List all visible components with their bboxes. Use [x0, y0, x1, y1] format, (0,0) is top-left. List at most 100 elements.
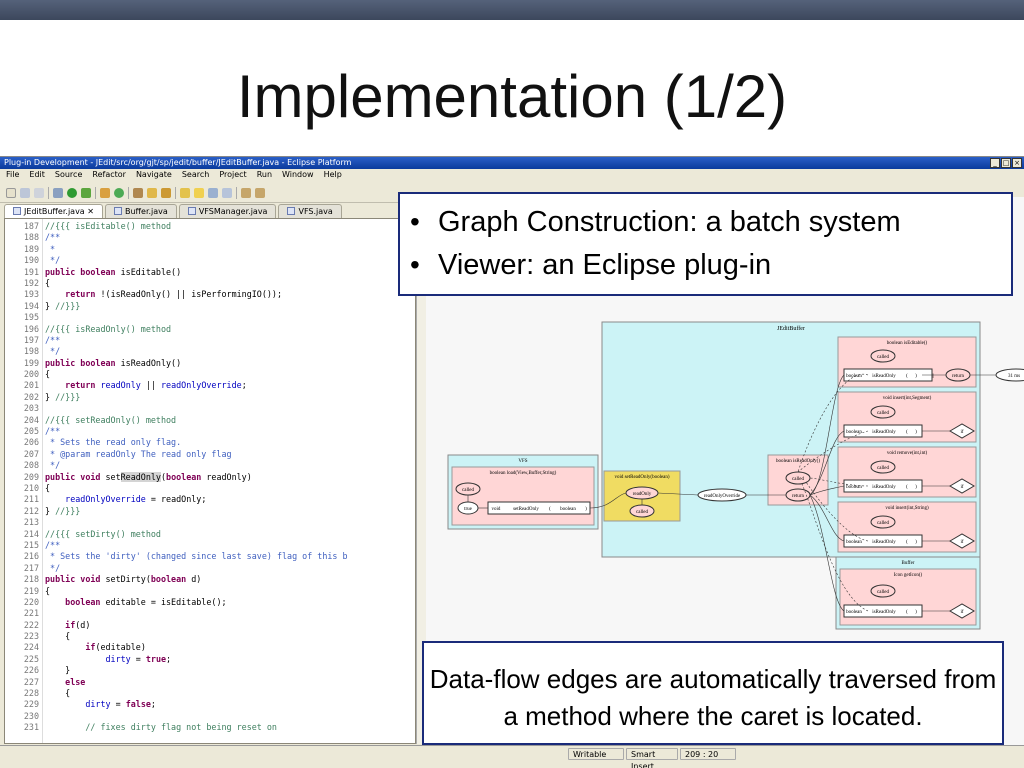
code-line[interactable]: 196//{{{ isReadOnly() method: [24, 324, 411, 335]
code-line[interactable]: 197/**: [24, 335, 411, 346]
open-folder-icon[interactable]: [147, 187, 157, 198]
menu-help[interactable]: Help: [323, 170, 342, 179]
menu-edit[interactable]: Edit: [29, 170, 45, 179]
outline-icon[interactable]: [208, 187, 218, 198]
code-line[interactable]: 230: [24, 711, 411, 722]
code-line[interactable]: 204//{{{ setReadOnly() method: [24, 415, 411, 426]
code-line[interactable]: 219{: [24, 586, 411, 597]
method-box[interactable]: [451, 466, 595, 526]
code-line[interactable]: 215/**: [24, 540, 411, 551]
code-line[interactable]: 206 * Sets the read only flag.: [24, 437, 411, 448]
close-button[interactable]: ×: [1012, 158, 1022, 168]
highlight-icon[interactable]: [194, 187, 204, 198]
code-line[interactable]: 208 */: [24, 460, 411, 471]
code-line[interactable]: 190 */: [24, 255, 411, 266]
graph-node[interactable]: [949, 603, 975, 619]
code-line[interactable]: 188/**: [24, 232, 411, 243]
menu-project[interactable]: Project: [219, 170, 247, 179]
vertical-scrollbar[interactable]: [416, 218, 426, 744]
code-line[interactable]: 210{: [24, 483, 411, 494]
menu-run[interactable]: Run: [256, 170, 273, 179]
code-line[interactable]: 193 return !(isReadOnly() || isPerformin…: [24, 289, 411, 300]
annotation-icon[interactable]: [180, 187, 190, 198]
bullet-dot-icon: •: [410, 206, 420, 237]
back-icon[interactable]: [241, 187, 251, 198]
code-line[interactable]: 213: [24, 517, 411, 528]
run-icon[interactable]: [67, 187, 77, 198]
code-line[interactable]: 192{: [24, 278, 411, 289]
code-line[interactable]: 202} //}}}: [24, 392, 411, 403]
menu-file[interactable]: File: [6, 170, 20, 179]
line-number: 215: [23, 539, 39, 550]
tab-jeditbuffer[interactable]: JEditBuffer.java ✕: [4, 204, 103, 218]
code-line[interactable]: 217 */: [24, 563, 411, 574]
node-label: called: [462, 488, 474, 493]
code-line[interactable]: 187//{{{ isEditable() method: [24, 221, 411, 232]
bullet-text: Graph Construction: a batch system: [438, 206, 901, 238]
forward-icon[interactable]: [255, 187, 265, 198]
code-line[interactable]: 198 */: [24, 346, 411, 357]
new-package-icon[interactable]: [100, 187, 110, 198]
external-tools-icon[interactable]: [81, 187, 91, 198]
code-line[interactable]: 227 else: [24, 677, 411, 688]
graph-node[interactable]: [949, 533, 975, 549]
graph-node[interactable]: [870, 460, 896, 474]
open-type-icon[interactable]: [133, 187, 143, 198]
graph-node[interactable]: [949, 423, 975, 439]
code-line[interactable]: 194} //}}}: [24, 301, 411, 312]
search-icon[interactable]: [161, 187, 171, 198]
code-line[interactable]: 223 {: [24, 631, 411, 642]
code-line[interactable]: 207 * @param readOnly The read only flag: [24, 449, 411, 460]
code-line[interactable]: 216 * Sets the 'dirty' (changed since la…: [24, 551, 411, 562]
graph-node[interactable]: [870, 349, 896, 363]
code-line[interactable]: 200{: [24, 369, 411, 380]
code-line[interactable]: 211 readOnlyOverride = readOnly;: [24, 494, 411, 505]
graph-node[interactable]: [870, 515, 896, 529]
code-line[interactable]: 214//{{{ setDirty() method: [24, 529, 411, 540]
menu-source[interactable]: Source: [54, 170, 83, 179]
graph-node[interactable]: [949, 478, 975, 494]
menu-navigate[interactable]: Navigate: [135, 170, 172, 179]
code-line[interactable]: 226 }: [24, 665, 411, 676]
tab-vfsmanager[interactable]: VFSManager.java: [178, 204, 277, 218]
maximize-button[interactable]: □: [1001, 158, 1011, 168]
menu-refactor[interactable]: Refactor: [92, 170, 126, 179]
line-number: 187: [23, 221, 39, 231]
code-line[interactable]: 231 // fixes dirty flag not being reset …: [24, 722, 411, 733]
code-line[interactable]: 222 if(d): [24, 620, 411, 631]
code-line[interactable]: 189 *: [24, 244, 411, 255]
menu-search[interactable]: Search: [181, 170, 210, 179]
graph-node[interactable]: [870, 405, 896, 419]
code-line[interactable]: 225 dirty = true;: [24, 654, 411, 665]
debug-icon[interactable]: [53, 187, 63, 198]
save-icon[interactable]: [20, 187, 30, 198]
code-line[interactable]: 224 if(editable): [24, 642, 411, 653]
tab-buffer[interactable]: Buffer.java: [104, 204, 177, 218]
line-number: 212: [23, 505, 39, 516]
code-line[interactable]: 205/**: [24, 426, 411, 437]
new-class-icon[interactable]: [114, 187, 124, 198]
code-line[interactable]: 228 {: [24, 688, 411, 699]
code-line[interactable]: 201 return readOnly || readOnlyOverride;: [24, 380, 411, 391]
print-icon[interactable]: [34, 187, 44, 198]
code-line[interactable]: 203: [24, 403, 411, 414]
minimize-button[interactable]: _: [990, 158, 1000, 168]
menu-window[interactable]: Window: [282, 170, 314, 179]
code-line[interactable]: 229 dirty = false;: [24, 699, 411, 710]
compare-icon[interactable]: [222, 187, 232, 198]
code-line[interactable]: 221: [24, 608, 411, 619]
graph-node[interactable]: [870, 584, 896, 598]
code-line[interactable]: 220 boolean editable = isEditable();: [24, 597, 411, 608]
tab-vfs[interactable]: VFS.java: [278, 204, 342, 218]
code-line[interactable]: 195: [24, 312, 411, 323]
code-line[interactable]: 212} //}}}: [24, 506, 411, 517]
node-label: void: [492, 507, 501, 512]
code-text: {: [45, 369, 51, 380]
new-icon[interactable]: [6, 187, 16, 198]
